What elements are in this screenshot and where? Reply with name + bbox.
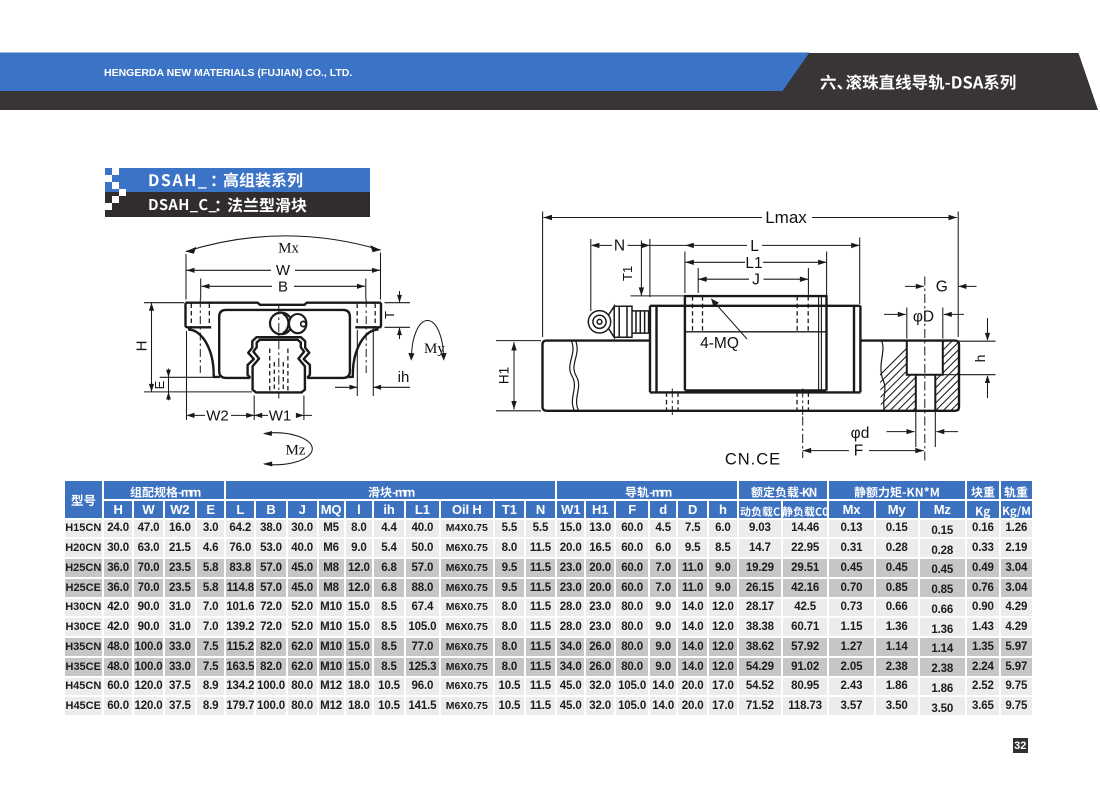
svg-text:H: H — [134, 341, 151, 352]
svg-text:Mx: Mx — [278, 241, 299, 257]
svg-text:N: N — [614, 238, 625, 255]
svg-text:H1: H1 — [497, 367, 512, 384]
svg-text:Lmax: Lmax — [765, 208, 807, 227]
svg-text:h: h — [972, 355, 988, 363]
svg-text:G: G — [936, 278, 948, 295]
svg-text:Mz: Mz — [286, 443, 306, 459]
svg-text:T: T — [382, 311, 397, 319]
svg-text:F: F — [854, 443, 863, 460]
svg-text:4-MQ: 4-MQ — [700, 335, 739, 352]
svg-text:L: L — [750, 238, 759, 255]
svg-text:L1: L1 — [745, 255, 762, 272]
svg-text:W2: W2 — [206, 407, 229, 424]
svg-text:CN.CE: CN.CE — [725, 450, 781, 468]
svg-text:B: B — [278, 278, 288, 295]
svg-text:E: E — [152, 380, 167, 389]
svg-text:J: J — [752, 272, 760, 289]
svg-text:W1: W1 — [269, 407, 292, 424]
svg-text:My: My — [424, 341, 445, 357]
svg-text:φD: φD — [913, 308, 934, 325]
svg-text:φd: φd — [851, 425, 870, 442]
svg-text:T1: T1 — [620, 266, 635, 281]
svg-text:ih: ih — [398, 369, 410, 386]
svg-text:W: W — [276, 262, 291, 279]
